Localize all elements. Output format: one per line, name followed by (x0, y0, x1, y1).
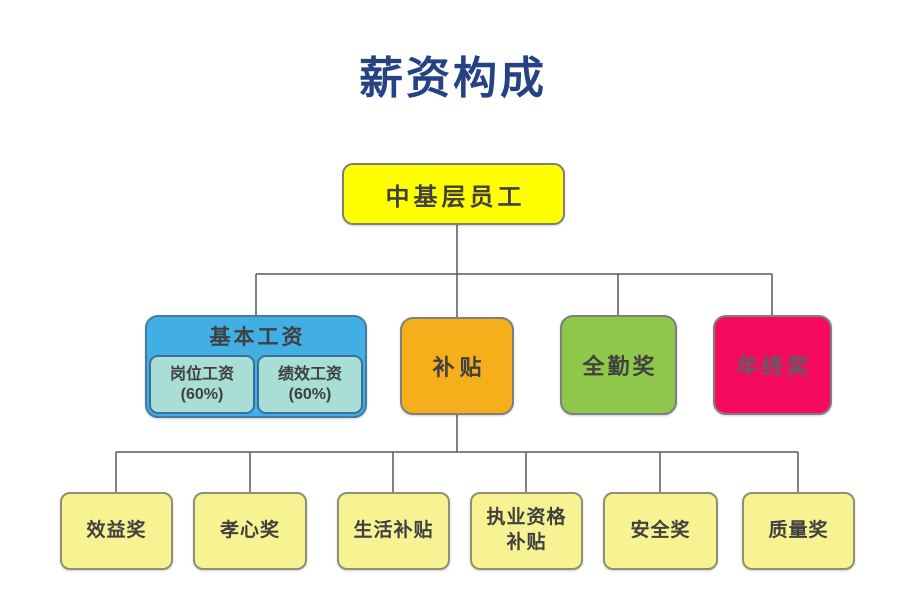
basic-salary-sub-group: 岗位工资 (60%) 绩效工资 (60%) (147, 355, 365, 416)
node-professional-qualification-subsidy-label: 执业资格补贴 (486, 507, 567, 553)
node-post-salary-percent: (60%) (180, 385, 224, 403)
node-post-salary-label: 岗位工资 (169, 366, 234, 384)
node-performance-salary: 绩效工资 (60%) (257, 355, 363, 414)
node-subsidy-label: 补贴 (432, 355, 487, 380)
node-post-salary: 岗位工资 (60%) (149, 355, 255, 414)
node-performance-salary-label: 绩效工资 (277, 366, 342, 384)
node-year-end-award: 年终奖 (713, 315, 832, 415)
node-benefit-award-label: 效益奖 (86, 519, 147, 541)
node-full-attendance-award-label: 全勤奖 (582, 354, 658, 379)
node-living-subsidy: 生活补贴 (337, 492, 450, 570)
node-basic-salary-label: 基本工资 (209, 326, 306, 349)
page-title: 薪资构成 (359, 54, 547, 103)
node-full-attendance-award: 全勤奖 (560, 315, 677, 415)
node-performance-salary-percent: (60%) (288, 385, 332, 403)
node-basic-salary: 基本工资 岗位工资 (60%) 绩效工资 (60%) (145, 315, 367, 418)
node-root-label: 中基层员工 (385, 183, 526, 211)
node-filial-piety-award: 孝心奖 (193, 492, 307, 570)
node-root-mid-base-employees: 中基层员工 (342, 163, 565, 225)
node-safety-award-label: 安全奖 (630, 519, 691, 541)
node-subsidy: 补贴 (400, 317, 514, 415)
node-quality-award-label: 质量奖 (768, 519, 829, 541)
node-year-end-award-label: 年终奖 (736, 354, 812, 379)
node-filial-piety-award-label: 孝心奖 (219, 519, 280, 541)
node-living-subsidy-label: 生活补贴 (353, 519, 434, 541)
node-benefit-award: 效益奖 (60, 492, 173, 570)
node-quality-award: 质量奖 (742, 492, 855, 570)
node-safety-award: 安全奖 (603, 492, 718, 570)
node-professional-qualification-subsidy: 执业资格补贴 (470, 492, 583, 570)
